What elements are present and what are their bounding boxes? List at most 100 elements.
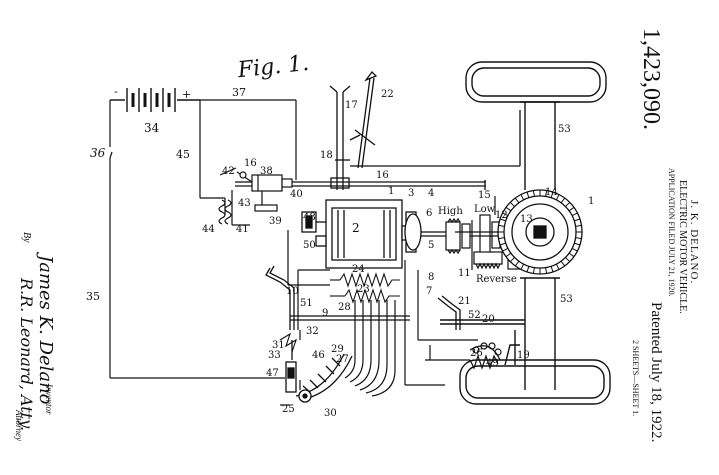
gear-tooth (550, 266, 554, 273)
label-10: 10 (286, 286, 299, 297)
gear-tooth (565, 201, 571, 207)
label-16b: 16 (376, 170, 389, 181)
label-53b: 53 (560, 294, 573, 305)
label-14: 14 (545, 187, 558, 198)
battery-34 (110, 88, 200, 112)
gear-tooth (555, 263, 560, 270)
patentee-name: J. K. DELANO. (688, 200, 700, 285)
inventor-label: Inventor (44, 384, 54, 415)
label-30: 30 (324, 408, 337, 419)
gear-tooth (574, 218, 581, 222)
gear-tooth (498, 224, 505, 227)
label-8: 8 (428, 272, 434, 283)
label-35: 35 (86, 290, 100, 303)
label-6: 6 (426, 208, 432, 219)
gear-tooth (499, 242, 506, 246)
gear-tooth (571, 247, 578, 252)
label-41: 41 (236, 224, 249, 235)
label-53a: 53 (558, 124, 571, 135)
label-25: 25 (282, 404, 295, 415)
label-27: 27 (336, 354, 349, 365)
label-44: 44 (202, 224, 215, 235)
gear-tooth (526, 191, 530, 198)
label-26: 26 (470, 348, 483, 359)
label-28: 28 (338, 302, 351, 313)
gear-tooth (520, 263, 525, 270)
label-45: 45 (176, 148, 190, 161)
motor-2 (301, 199, 455, 269)
label-2: 2 (352, 221, 360, 235)
label-37: 37 (232, 86, 246, 99)
gear-tooth (560, 197, 566, 204)
by-label: By (21, 232, 32, 243)
gear-tooth (571, 212, 578, 217)
application-filed: APPLICATION FILED JULY 21, 1920. (667, 168, 676, 297)
sheet-count: 2 SHEETS—SHEET 1. (631, 340, 640, 417)
coil-44 (218, 199, 232, 225)
attorney-signature: R.R. Leonard, Atty. (17, 278, 36, 432)
resistors (279, 272, 400, 353)
gear-tooth (505, 252, 512, 258)
label-18: 18 (320, 150, 333, 161)
label-22: 22 (381, 89, 394, 100)
label-13: 13 (520, 214, 533, 225)
invention-title: ELECTRIC MOTOR VEHICLE. (677, 180, 688, 314)
attorney-label: Attorney (14, 410, 24, 441)
label-11: 11 (458, 268, 471, 279)
gear-tooth (520, 194, 525, 201)
gear-tooth (568, 252, 575, 258)
patented-date: Patented July 18, 1922. (648, 302, 664, 443)
gear-tooth (526, 266, 530, 273)
label-7: 7 (426, 286, 432, 297)
switch-38 (219, 167, 293, 212)
gear-tooth (574, 242, 581, 246)
label-38: 38 (260, 166, 273, 177)
gear-tooth (550, 191, 554, 198)
gear-tooth (565, 257, 571, 263)
label-24: 24 (352, 264, 365, 275)
label-high: High (438, 206, 463, 217)
label-34: 34 (144, 121, 160, 135)
label-46: 46 (312, 350, 325, 361)
label-51: 51 (300, 298, 313, 309)
figure-title: Fig. 1. (236, 51, 311, 83)
pedals (265, 265, 461, 330)
label-17: 17 (345, 100, 358, 111)
label-50: 50 (303, 240, 316, 251)
label-40: 40 (290, 189, 303, 200)
label-48: 48 (303, 212, 316, 223)
label-31: 31 (272, 340, 285, 351)
patent-number: 1,423,090. (638, 28, 664, 130)
gear-tooth (499, 218, 506, 222)
label-21: 21 (458, 296, 471, 307)
gear-tooth (509, 257, 515, 263)
label-12: 12 (495, 210, 508, 221)
reverse-switch-26 (425, 342, 502, 370)
gear-tooth (502, 212, 509, 217)
label-19: 19 (517, 350, 530, 361)
label-low: Low (474, 204, 496, 215)
gear-tooth (502, 247, 509, 252)
controller-25 (280, 340, 353, 406)
label-5: 5 (428, 240, 434, 251)
gear-tooth (505, 206, 512, 212)
label-32: 32 (306, 326, 319, 337)
gear-tooth (560, 260, 566, 267)
label-3: 3 (408, 188, 414, 199)
reference-labels: 34 37 + - 36 45 35 42 16 43 38 40 44 41 … (86, 85, 594, 419)
gear-tooth (568, 206, 575, 212)
gear-tooth (575, 224, 582, 227)
label-plus: + (182, 88, 191, 101)
gear-tooth (514, 260, 520, 267)
label-43: 43 (238, 198, 251, 209)
label-16a: 16 (244, 158, 257, 169)
label-33: 33 (268, 350, 281, 361)
gear-tooth (575, 237, 582, 240)
gear-tooth (532, 190, 535, 197)
label-23: 23 (357, 284, 370, 295)
label-4: 4 (428, 188, 434, 199)
label-47: 47 (266, 368, 279, 379)
gear-tooth (514, 197, 520, 204)
inventor-signature: James K. Delano (35, 255, 56, 405)
